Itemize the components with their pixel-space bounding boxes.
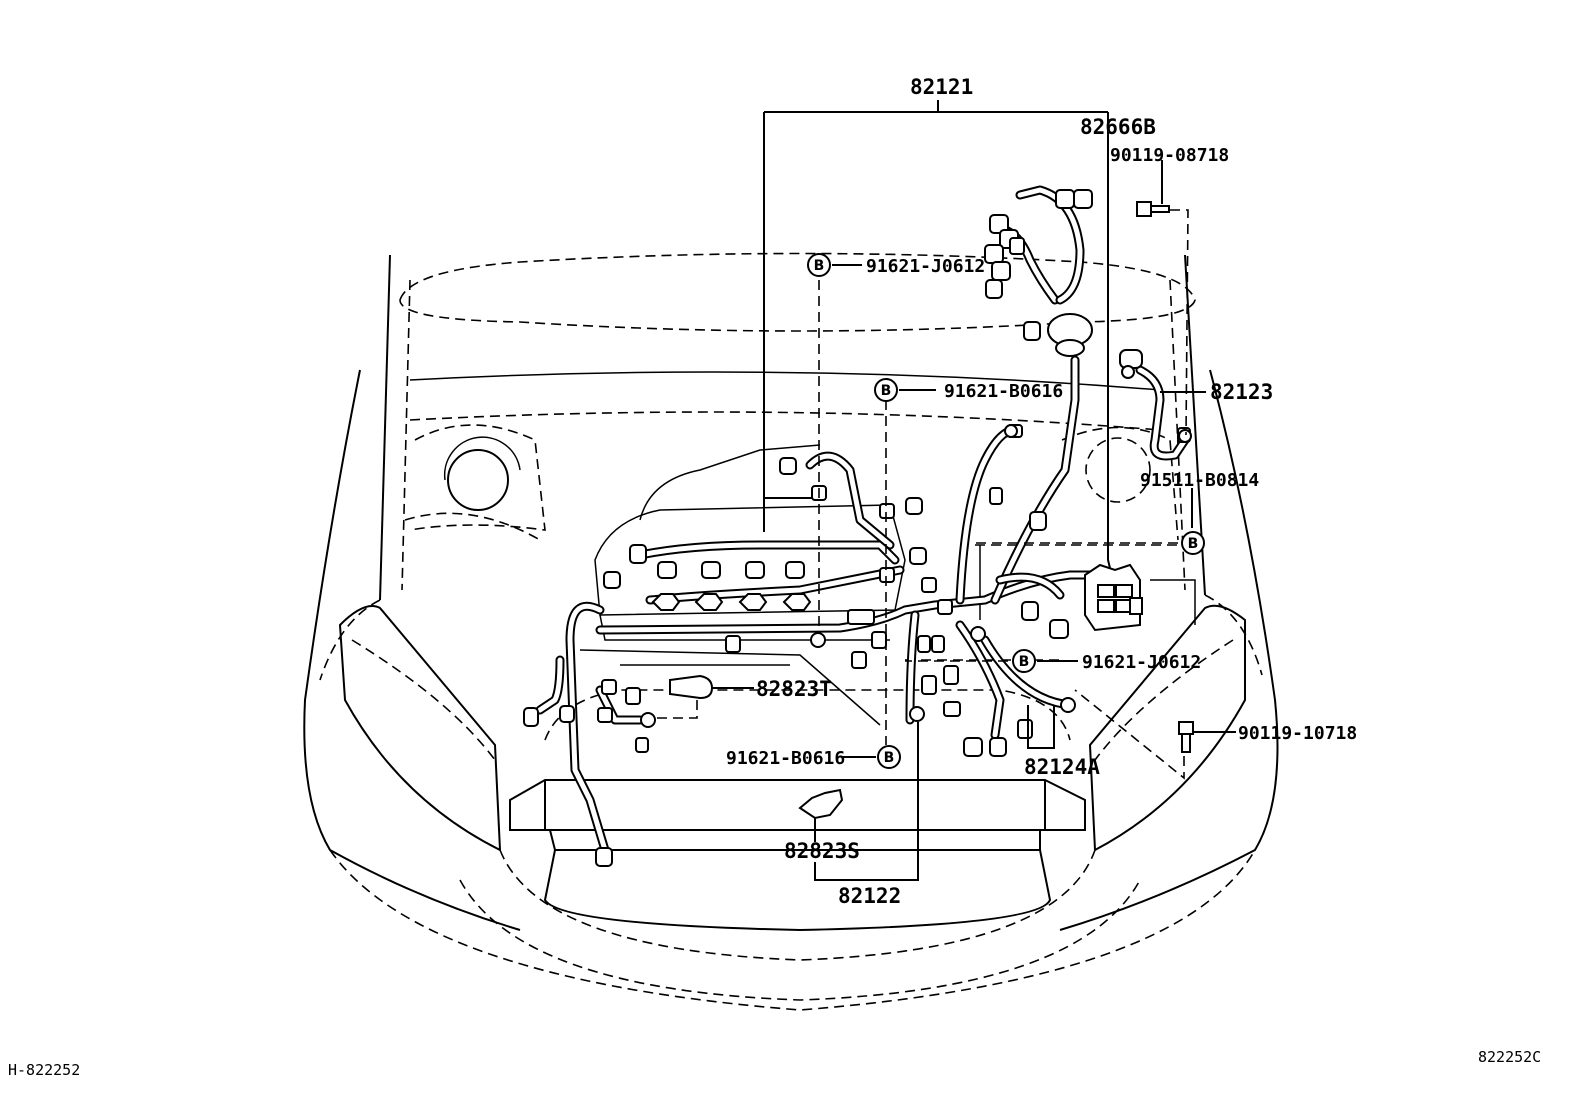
leader-lines bbox=[652, 100, 1236, 881]
callout-91621-b0616-low: 91621-B0616 bbox=[726, 748, 845, 769]
footer-left-code: H-822252 bbox=[8, 1061, 80, 1079]
callout-82124a: 82124A bbox=[1024, 755, 1100, 779]
callout-91621-j0612-top: 91621-J0612 bbox=[866, 256, 985, 277]
callout-91511-b0814: 91511-B0814 bbox=[1140, 470, 1259, 491]
b-marker: B bbox=[877, 745, 901, 769]
svg-text:B: B bbox=[814, 258, 825, 274]
b-marker: B bbox=[807, 253, 831, 277]
callout-91621-b0616-mid: 91621-B0616 bbox=[944, 381, 1063, 402]
callout-91621-j0612-right: 91621-J0612 bbox=[1082, 652, 1201, 673]
b-marker: B bbox=[1012, 649, 1036, 673]
b-marker: B bbox=[1181, 531, 1205, 555]
bolt-icon bbox=[1178, 721, 1194, 753]
callout-82823t: 82823T bbox=[756, 677, 832, 701]
callout-82666b: 82666B bbox=[1080, 115, 1156, 139]
footer-right-code: 822252C bbox=[1478, 1048, 1541, 1066]
svg-text:B: B bbox=[881, 383, 892, 399]
callout-90119-08718: 90119-08718 bbox=[1110, 145, 1229, 166]
callout-82823s: 82823S bbox=[784, 839, 860, 863]
svg-text:B: B bbox=[884, 750, 895, 766]
bolt-icon bbox=[1136, 201, 1170, 217]
callout-82123: 82123 bbox=[1210, 380, 1273, 404]
svg-text:B: B bbox=[1019, 654, 1030, 670]
callout-82121: 82121 bbox=[910, 75, 973, 99]
callout-90119-10718: 90119-10718 bbox=[1238, 723, 1357, 744]
callout-82122: 82122 bbox=[838, 884, 901, 908]
b-marker: B bbox=[874, 378, 898, 402]
vehicle-body-outline bbox=[303, 252, 1279, 1011]
connectors bbox=[523, 189, 1194, 867]
svg-text:B: B bbox=[1188, 536, 1199, 552]
